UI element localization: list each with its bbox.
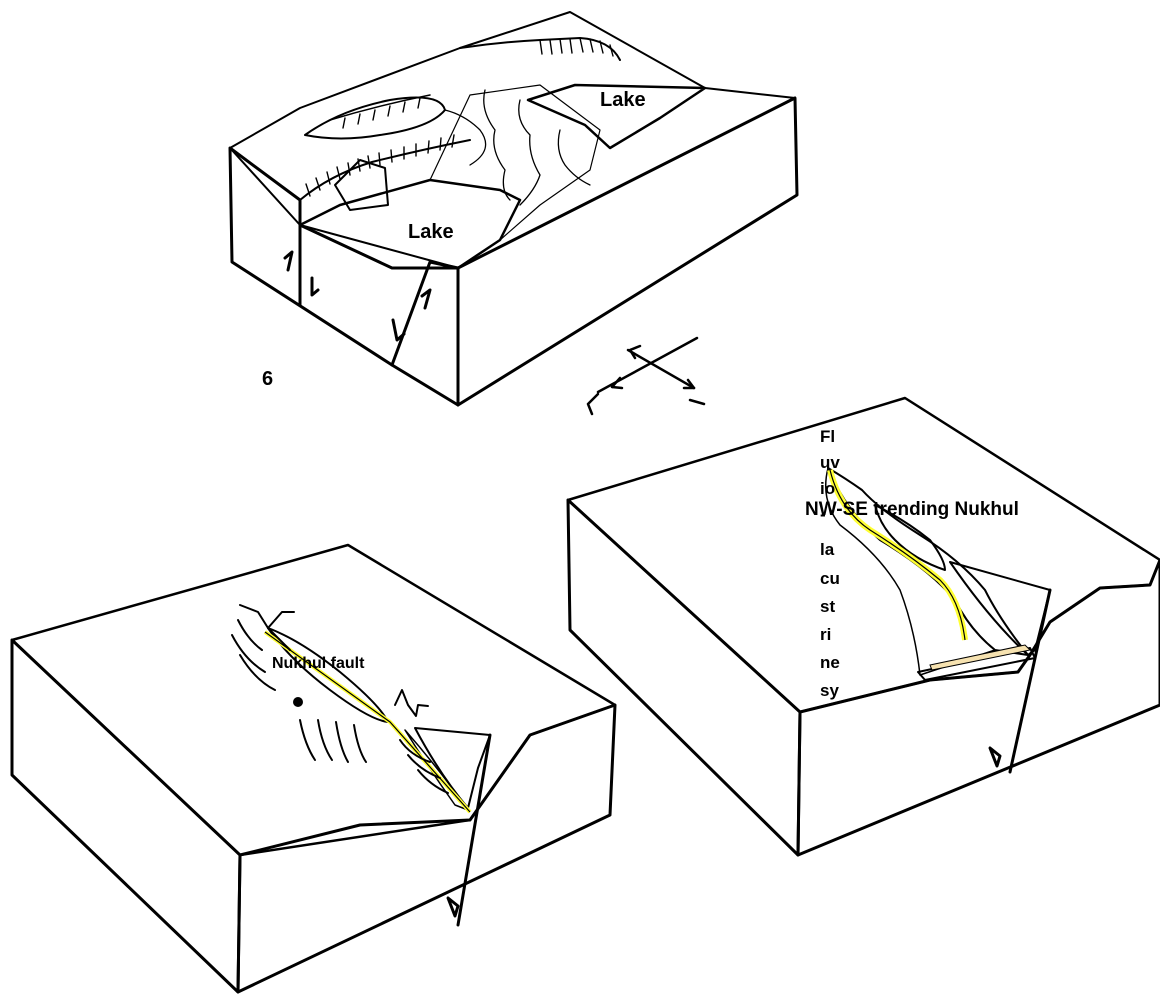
sand-bar — [305, 98, 445, 139]
bl-fault-plane — [458, 735, 490, 925]
alluvial-fan — [335, 160, 388, 210]
bottom-right-block-diagram: NW-SE trending Nukhul Fl uv io - la cu s… — [568, 398, 1160, 855]
upper-lake-label: Lake — [600, 89, 646, 111]
fault-arrow-icon — [285, 252, 430, 340]
fl-line-2: io — [820, 479, 835, 498]
nukhul-fault-label: Nukhul fault — [272, 655, 365, 672]
fl-line-0: Fl — [820, 427, 835, 446]
fl-line-4: la — [820, 540, 835, 559]
br-basal-bed-light — [930, 645, 1030, 670]
fl-line-7: ri — [820, 625, 831, 644]
fault-arrow-icon — [990, 748, 1000, 766]
br-yellow-channel-outline — [830, 470, 965, 640]
river-channels — [445, 90, 590, 205]
br-fault-plane — [1010, 590, 1050, 772]
top-block-diagram: Lake Lake 6 — [230, 12, 797, 414]
bl-deformation-arcs — [232, 620, 448, 793]
delta-plain — [430, 85, 600, 240]
right-fault-line — [392, 262, 458, 365]
br-block-left-face — [568, 500, 800, 855]
extension-arrows-icon — [588, 338, 704, 414]
br-fluvio-lacustrine-body — [828, 468, 1028, 655]
br-hatch-lower — [950, 562, 1050, 655]
fl-line-6: st — [820, 597, 835, 616]
fl-line-8: ne — [820, 653, 840, 672]
top-block-right-face — [458, 98, 797, 405]
fl-line-9: sy — [820, 681, 839, 700]
fault-arrow-icon — [448, 898, 458, 916]
fl-line-3: - — [820, 505, 826, 524]
bl-block-left-face — [12, 640, 240, 992]
nw-se-trending-label: NW-SE trending Nukhul — [805, 499, 1019, 520]
figure-number: 6 — [262, 368, 273, 390]
br-yellow-channel — [830, 470, 965, 640]
lower-lake-label: Lake — [408, 221, 454, 243]
fluvio-lacustrine-label: Fl uv io - la cu st ri ne sy — [820, 427, 840, 700]
bl-block-surface — [12, 545, 615, 855]
br-block-surface — [568, 398, 1160, 712]
fl-line-5: cu — [820, 569, 840, 588]
bottom-left-block-diagram: Nukhul fault — [12, 545, 615, 992]
fl-line-1: uv — [820, 453, 840, 472]
bl-fault-dot — [293, 697, 303, 707]
br-block-right-face — [798, 560, 1160, 855]
